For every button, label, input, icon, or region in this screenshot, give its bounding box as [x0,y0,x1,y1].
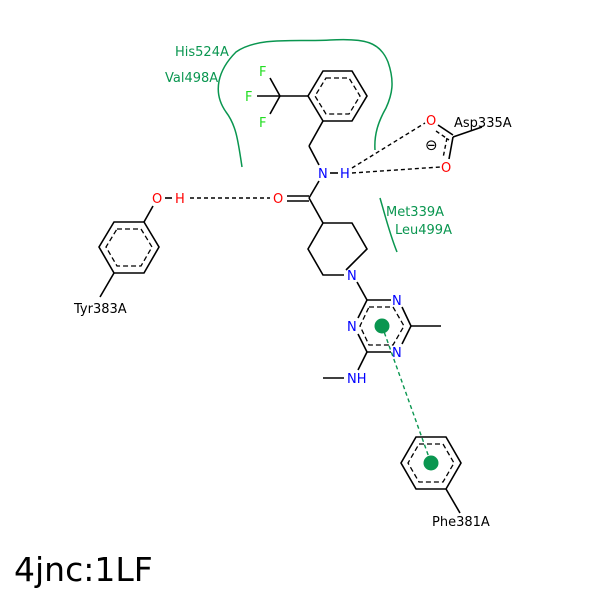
atom-f: F [259,116,266,131]
atom-n-triazine: N [392,346,402,361]
atom-nh: NH [347,372,367,387]
atom-n-triazine: N [347,320,357,335]
residue-label-phe381: Phe381A [432,515,490,530]
residue-label-met339: Met339A [386,205,444,220]
hbond-nh-asp-o2 [351,166,441,174]
piperidine-ring [307,222,368,276]
residue-label-tyr383: Tyr383A [73,302,127,317]
pi-stacking-line [381,325,432,464]
ring-centroid-phe [423,455,439,471]
structure-title: 4jnc:1LF [14,550,153,589]
atom-n-triazine: N [392,294,402,309]
hbond-nh-asp-o1 [351,122,426,169]
tyr-ring [98,221,160,274]
atom-o-asp: O [441,161,451,176]
triazine-ring [357,299,412,353]
atom-h-tyr: H [175,192,185,207]
atom-n-piperidine: N [347,269,357,284]
hydrophobic-contour-his-val [217,38,393,168]
residue-label-his524: His524A [175,45,229,60]
residue-label-asp335: Asp335A [454,116,512,131]
residue-label-val498: Val498A [165,71,218,86]
atom-o-asp: O [426,114,436,129]
atom-o-tyr: O [152,192,162,207]
ring-centroid-ligand [374,318,390,334]
atom-f: F [245,90,252,105]
negative-charge-icon: ⊖ [425,136,438,154]
atom-h-amine: H [340,167,350,182]
atom-f: F [259,65,266,80]
atom-o-amide: O [273,192,283,207]
atom-n-amine: N [318,167,328,182]
trifluoromethylphenyl-ring [307,70,368,122]
hydrophobic-contour-met-leu [379,197,398,253]
residue-label-leu499: Leu499A [395,223,452,238]
